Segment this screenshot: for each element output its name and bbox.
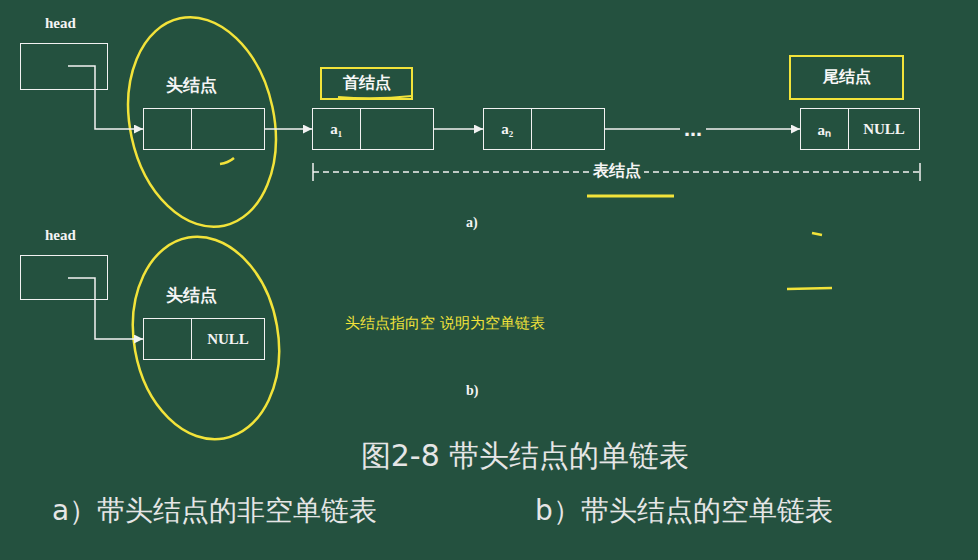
bracket-tick bbox=[312, 163, 314, 181]
cell-divider bbox=[191, 319, 192, 359]
pointer-line bbox=[68, 66, 95, 90]
highlight-ellipse bbox=[110, 3, 295, 240]
pointer-arrow bbox=[434, 128, 483, 130]
chalk-mark bbox=[220, 158, 234, 164]
list-node: aₙ NULL bbox=[800, 108, 920, 150]
pointer-value: NULL bbox=[863, 121, 905, 138]
node-heading: head bbox=[45, 15, 76, 32]
highlight-tag: 尾结点 bbox=[789, 55, 904, 100]
pointer-arrow bbox=[95, 300, 143, 339]
highlight-ellipse bbox=[117, 225, 294, 451]
cell-divider bbox=[531, 109, 532, 149]
annotation-note: 头结点指向空 说明为空单链表 bbox=[345, 314, 545, 333]
highlight-tag: 首结点 bbox=[320, 67, 413, 100]
subfigure-tag: b) bbox=[466, 383, 478, 399]
pointer-box: head bbox=[20, 43, 108, 90]
ellipsis: … bbox=[680, 119, 706, 140]
node-label: a₁ bbox=[330, 121, 342, 138]
node-heading: 头结点 bbox=[166, 284, 217, 307]
highlight-underline bbox=[587, 195, 674, 198]
node-label: aₙ bbox=[818, 119, 832, 139]
list-node: a₁ bbox=[312, 108, 434, 150]
cell-divider bbox=[191, 109, 192, 149]
list-node: a₂ bbox=[483, 108, 605, 150]
figure-caption: 图2-8 带头结点的单链表 bbox=[361, 436, 690, 477]
pointer-box: head bbox=[20, 255, 108, 300]
node-label: 首结点 bbox=[343, 73, 391, 94]
node-heading: 头结点 bbox=[166, 74, 217, 97]
subfigure-caption: a）带头结点的非空单链表 bbox=[52, 492, 377, 530]
subfigure-caption: b）带头结点的空单链表 bbox=[535, 492, 833, 530]
list-node: 头结点NULL bbox=[143, 318, 265, 360]
chalk-mark bbox=[787, 288, 832, 289]
list-node: 头结点 bbox=[143, 108, 265, 150]
node-label: a₂ bbox=[501, 121, 513, 138]
pointer-arrow bbox=[95, 90, 143, 129]
highlight-underline bbox=[338, 96, 412, 98]
subfigure-tag: a) bbox=[466, 215, 478, 231]
chalk-mark bbox=[812, 233, 822, 235]
pointer-value: NULL bbox=[207, 331, 249, 348]
node-heading: head bbox=[45, 227, 76, 244]
pointer-arrow bbox=[265, 128, 312, 130]
pointer-line bbox=[68, 278, 95, 300]
node-label: 尾结点 bbox=[823, 67, 871, 88]
bracket-tick bbox=[919, 163, 921, 181]
cell-divider bbox=[360, 109, 361, 149]
bracket-label: 表结点 bbox=[590, 161, 644, 182]
cell-divider bbox=[848, 109, 849, 149]
